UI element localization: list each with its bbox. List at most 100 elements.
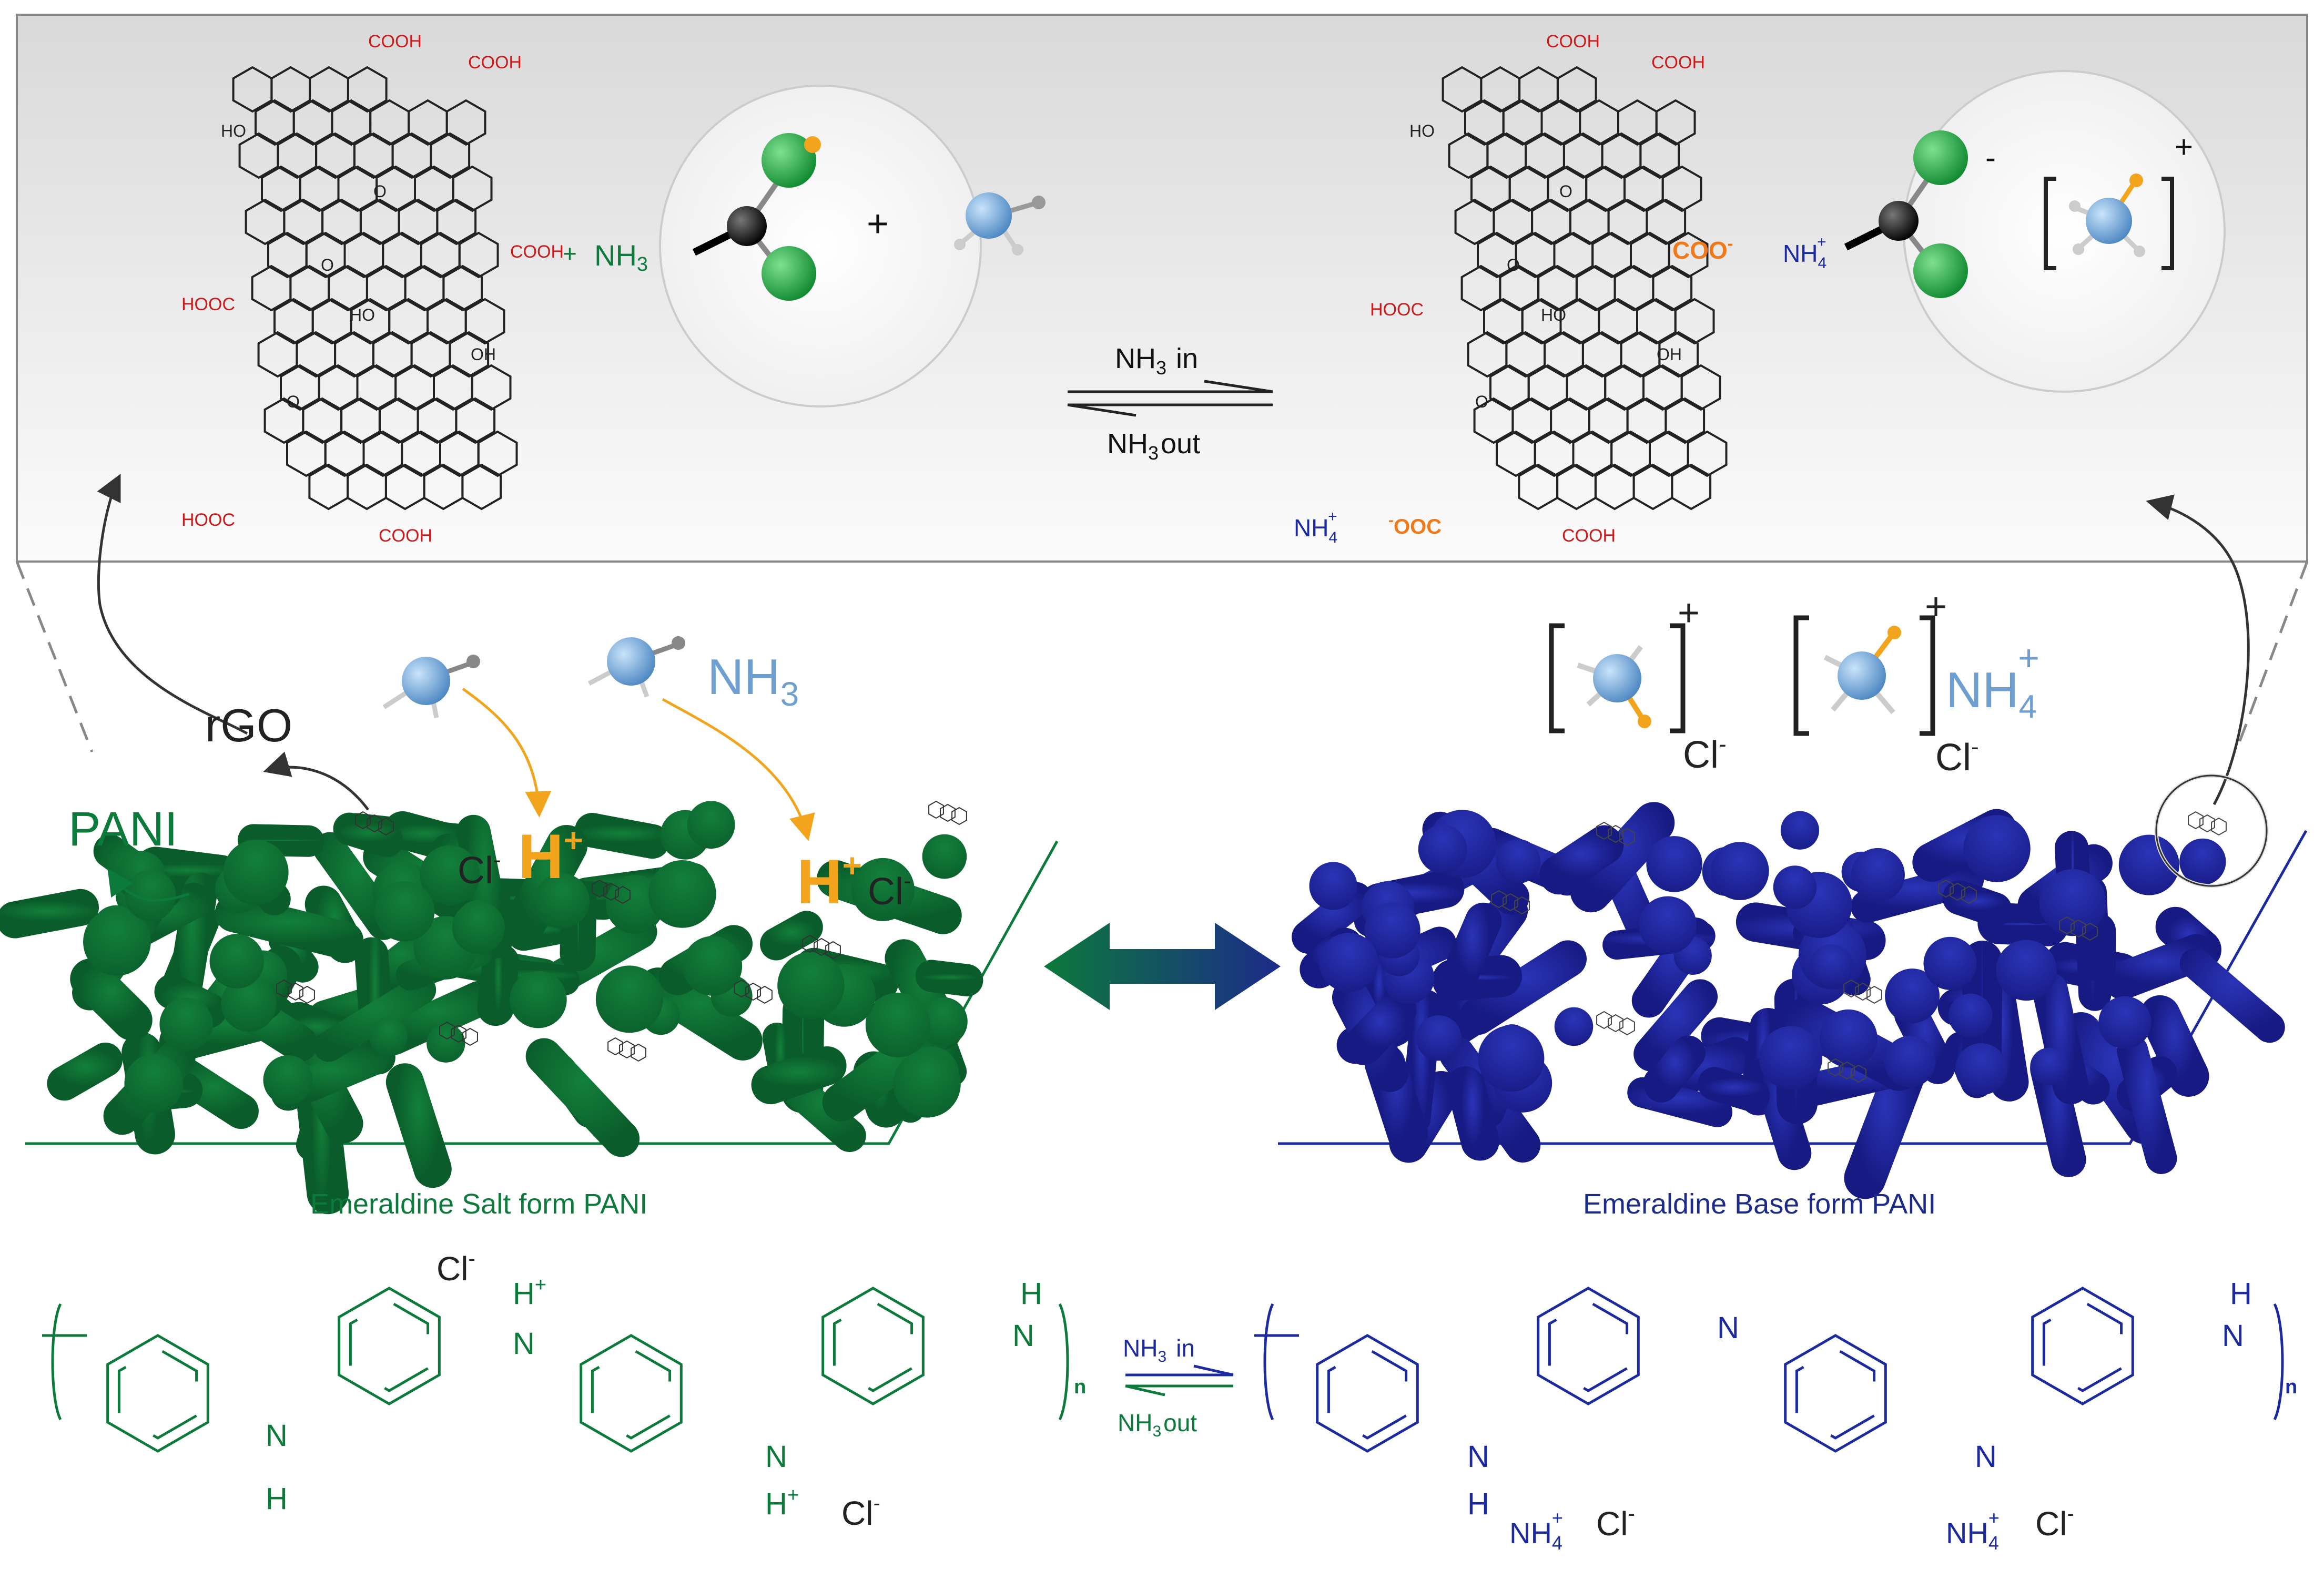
graphene-oxide-right: COOH COOH COO- NH4+ HOOC -OOC NH4+ COOH …	[1294, 32, 1826, 546]
label-nh4-right: NH4+	[1783, 233, 1826, 272]
arrow-to-pani	[107, 868, 190, 902]
rgo-flake	[745, 982, 761, 1001]
nitrogen-atom	[2086, 198, 2132, 244]
rgo-flake	[1491, 890, 1507, 909]
polymer-strand	[1977, 902, 2069, 946]
polymer-node	[159, 997, 213, 1051]
label-nh4-bottom-left: NH4+	[1294, 508, 1337, 546]
benzene-ring	[821, 1287, 925, 1405]
label-oh: OH	[471, 345, 496, 364]
label-cooh-top-right: COOH	[1651, 53, 1705, 73]
hexagon	[1671, 463, 1712, 511]
rgo-flake	[1608, 824, 1623, 843]
polymer-strand	[70, 959, 153, 1041]
rgo-flake	[1619, 828, 1635, 847]
bracket-close	[1058, 1303, 1069, 1421]
rgo-flake	[2211, 817, 2227, 836]
polymer-node	[124, 1054, 184, 1113]
hexagon	[455, 397, 496, 444]
svg-text:+: +	[1678, 592, 1700, 634]
pani-base-structure	[1254, 1287, 2284, 1453]
pani-label: PANI	[68, 802, 178, 856]
rgo-flake	[592, 879, 607, 898]
polymer-node	[1639, 896, 1697, 954]
hydrogen-atom-gold	[804, 136, 821, 153]
polymer-node	[1554, 1007, 1594, 1046]
polymer-node	[1819, 1009, 1878, 1068]
rgo-flake	[1938, 879, 1954, 898]
cl-minus-b: Cl-	[1935, 734, 1979, 779]
svg-text:H+: H+	[513, 1274, 546, 1311]
label-ho: HO	[1409, 121, 1435, 140]
hexagon	[1652, 264, 1693, 312]
rgo-flake	[276, 979, 292, 998]
polymer-strand	[333, 812, 404, 858]
label-cooh-top: COOH	[1546, 32, 1600, 52]
rgo-flake	[734, 979, 749, 998]
polymer-node	[1496, 839, 1541, 884]
hexagon	[1687, 430, 1728, 477]
polymer-node	[2179, 838, 2226, 885]
polymer-node	[1851, 848, 1905, 902]
rgo-flake	[299, 985, 315, 1004]
polymer-strand	[135, 847, 242, 898]
benzene-ring	[106, 1334, 209, 1453]
label-o-2: O	[1507, 256, 1520, 274]
polymer-strand	[525, 1038, 640, 1157]
rgo-flake	[631, 1043, 646, 1062]
hexagon	[1655, 99, 1696, 146]
cl-minus-2: Cl-	[868, 868, 911, 913]
circle-plus-sign: +	[867, 203, 889, 245]
polymer-node	[1759, 1026, 1823, 1090]
polymer-strand	[313, 974, 437, 1062]
caption-emeraldine-base: Emeraldine Base form PANI	[1583, 1188, 1936, 1220]
svg-text:N: N	[1012, 1319, 1034, 1353]
rgo-flake	[1503, 893, 1518, 912]
rgo-flake	[355, 811, 371, 830]
cl-minus-1: Cl-	[458, 847, 501, 892]
rgo-flake	[1839, 1061, 1855, 1080]
h-plus-1: H+	[518, 821, 583, 892]
label-ho: HO	[221, 121, 246, 140]
cl-salt-bottom: Cl-	[841, 1492, 880, 1532]
polymer-strand	[1446, 1066, 1499, 1161]
rgo-flake	[619, 1040, 635, 1059]
polymer-strand	[915, 960, 983, 997]
polymer-strand	[0, 889, 99, 939]
polymer-node	[1996, 940, 2057, 1001]
hexagon	[347, 66, 388, 113]
polymer-node	[427, 1024, 465, 1063]
hexagon	[1680, 364, 1721, 411]
hexagon	[471, 364, 512, 411]
rgo-flake	[1866, 985, 1882, 1004]
ring-double-bond	[2042, 1300, 2123, 1392]
polymer-node	[777, 952, 845, 1020]
polymer-strand	[1344, 991, 1417, 1065]
hexagon	[477, 430, 518, 477]
label-o-1: O	[373, 182, 387, 201]
rgo-flake	[2199, 814, 2215, 833]
polymer-strand	[1356, 953, 1402, 1027]
label-o-3: O	[1475, 392, 1488, 411]
chlorine-atom-top	[762, 133, 816, 188]
nh3-molecule-1	[382, 655, 480, 718]
label-o-1: O	[1559, 182, 1572, 201]
label-cooh-bottom: COOH	[1562, 526, 1616, 546]
bracket-close	[2273, 1303, 2284, 1421]
polymer-node	[1646, 836, 1702, 892]
ring-double-bond	[1327, 1347, 1408, 1440]
rgo-flake	[2188, 811, 2204, 830]
polymer-node	[209, 934, 265, 988]
double-arrow	[1044, 923, 1281, 1010]
rgo-flakes	[1491, 811, 2227, 1083]
rgo-flake	[1855, 982, 1871, 1001]
nh3-out-bottom: NH3out	[1118, 1409, 1197, 1440]
polymer-strand	[2117, 1035, 2177, 1174]
polymer-node	[2030, 1047, 2068, 1086]
hexagon	[1556, 66, 1597, 113]
polymer-strand	[1539, 825, 1624, 895]
polymer-node	[83, 908, 151, 976]
rgo-flake	[1596, 821, 1612, 840]
hexagon	[461, 463, 502, 511]
polymer-strand	[778, 1071, 866, 1153]
